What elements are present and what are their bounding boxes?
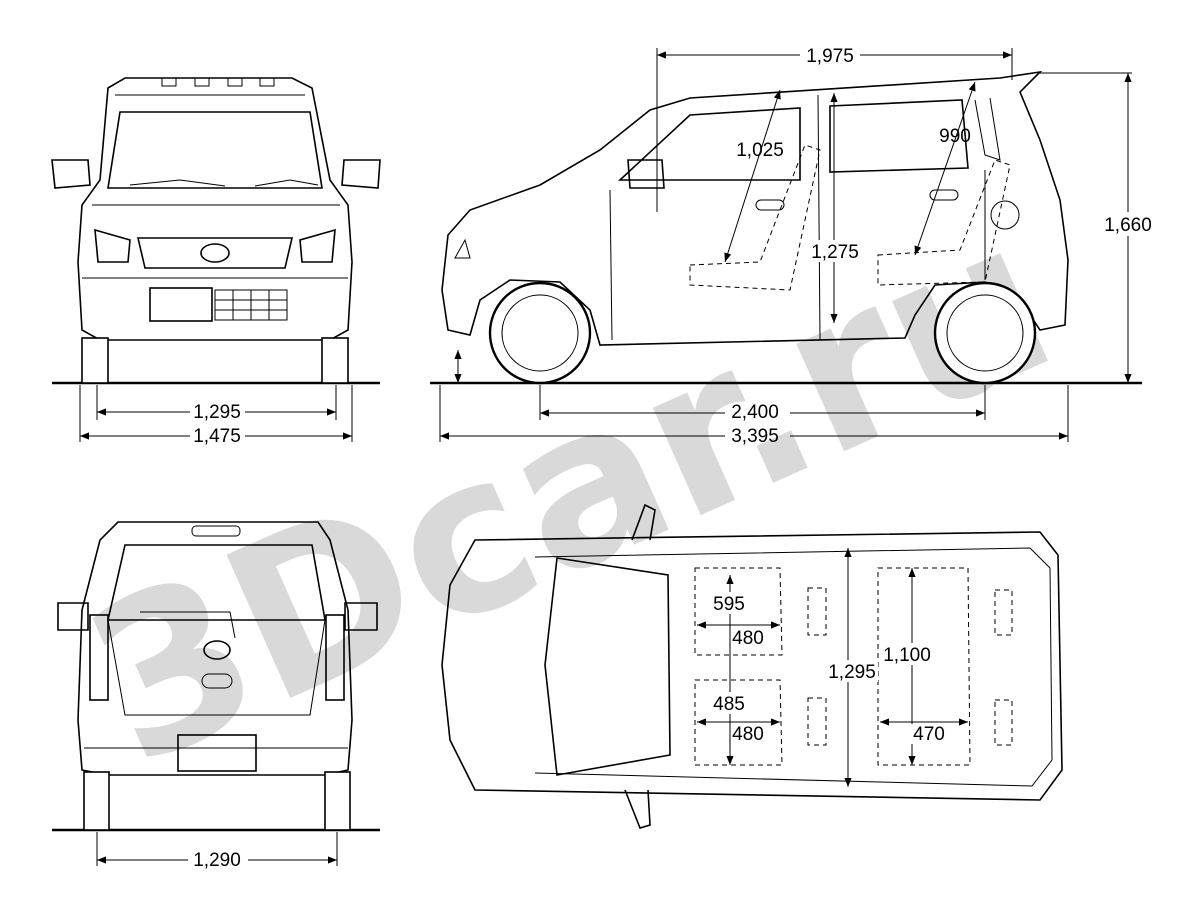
rear-wheel-left <box>83 771 110 831</box>
interior-height-label: 1,275 <box>811 242 859 263</box>
front-seat-cushion-lower: 480 <box>732 724 764 745</box>
rear-hatch <box>107 619 326 716</box>
front-track-label: 1,295 <box>193 402 241 423</box>
watermark-text: 3Dcar.ru <box>54 171 1085 814</box>
roof-length-label: 1,975 <box>806 46 854 67</box>
rear-view: 1,290 <box>52 521 380 871</box>
side-front-door-edge <box>609 189 613 341</box>
top-body-outline <box>441 531 1063 801</box>
top-front-seat-lower <box>694 679 783 766</box>
front-seat-width-lower: 485 <box>713 694 745 715</box>
side-headlight <box>454 238 471 259</box>
wheelbase-label: 2,400 <box>731 402 779 423</box>
top-rear-seat <box>877 567 971 766</box>
front-grille <box>136 237 294 269</box>
rear-taillight-right <box>325 614 345 701</box>
front-lower-grille <box>214 289 288 321</box>
wiper-left <box>129 179 226 187</box>
top-front-seat-upper <box>694 567 783 656</box>
side-quarter-window <box>974 97 1001 161</box>
roof-bumps <box>161 77 275 87</box>
front-headlight-right <box>299 228 336 263</box>
rear-track-label: 1,290 <box>193 850 241 871</box>
top-mirror-upper <box>631 503 656 541</box>
watermark: 3Dcar.ru <box>54 171 1085 814</box>
front-windshield <box>107 111 323 189</box>
rear-mirror-right <box>344 602 378 631</box>
front-headroom-label: 1,025 <box>736 140 784 161</box>
rear-wiper <box>140 611 236 639</box>
front-view: 1,295 1,475 <box>51 77 381 447</box>
side-front-seat <box>689 144 821 291</box>
top-console-lower <box>807 697 827 746</box>
height-label: 1,660 <box>1104 215 1152 236</box>
front-dimensions: 1,295 1,475 <box>79 385 353 447</box>
top-rear-cushion-lower <box>994 699 1013 746</box>
top-dimensions: 595 480 485 480 1,295 1,100 470 <box>697 548 968 787</box>
top-console-upper <box>807 587 827 636</box>
rear-seat-label: 470 <box>913 724 945 745</box>
side-dimensions: 1,975 1,025 990 1,275 1,660 2,400 3,395 <box>439 46 1156 447</box>
rear-handle <box>201 673 233 689</box>
rear-brake-light <box>191 525 241 537</box>
front-mirror-right <box>341 159 381 189</box>
length-label: 3,395 <box>731 426 779 447</box>
top-roof-outline <box>534 547 1053 787</box>
rear-logo-icon <box>203 640 231 660</box>
top-rear-cushion-upper <box>994 589 1013 636</box>
rear-mirror-left <box>57 602 89 631</box>
top-view: 595 480 485 480 1,295 1,100 470 <box>441 503 1063 829</box>
front-wheel-left <box>81 337 109 384</box>
interior-width-label: 1,295 <box>828 662 876 683</box>
wiper-right <box>254 179 319 187</box>
front-mirror-left <box>51 159 91 189</box>
front-seat-cushion-upper: 480 <box>732 628 764 649</box>
rear-license-plate <box>177 734 257 772</box>
mazda-logo-icon <box>200 243 230 263</box>
side-view: 1,975 1,025 990 1,275 1,660 2,400 3,395 <box>430 46 1156 447</box>
front-seat-width-upper: 595 <box>713 594 745 615</box>
rear-length-label: 1,100 <box>883 645 931 666</box>
rear-taillight-left <box>89 614 109 701</box>
front-headlight-left <box>94 228 131 263</box>
rear-headroom-label: 990 <box>939 126 971 147</box>
front-license-plate <box>149 287 213 322</box>
front-wheel-right <box>321 337 349 384</box>
top-mirror-lower <box>624 789 651 829</box>
top-windshield <box>544 557 671 776</box>
side-mirror <box>627 159 665 189</box>
side-front-wheel <box>488 281 592 385</box>
fuel-cap-icon <box>990 200 1020 230</box>
side-rear-wheel <box>933 281 1037 385</box>
front-width-label: 1,475 <box>193 426 241 447</box>
rear-dimensions: 1,290 <box>96 832 338 871</box>
side-b-pillar <box>817 94 821 341</box>
front-body-outline <box>77 77 353 341</box>
side-front-handle <box>755 199 785 211</box>
rear-wheel-right <box>324 771 351 831</box>
